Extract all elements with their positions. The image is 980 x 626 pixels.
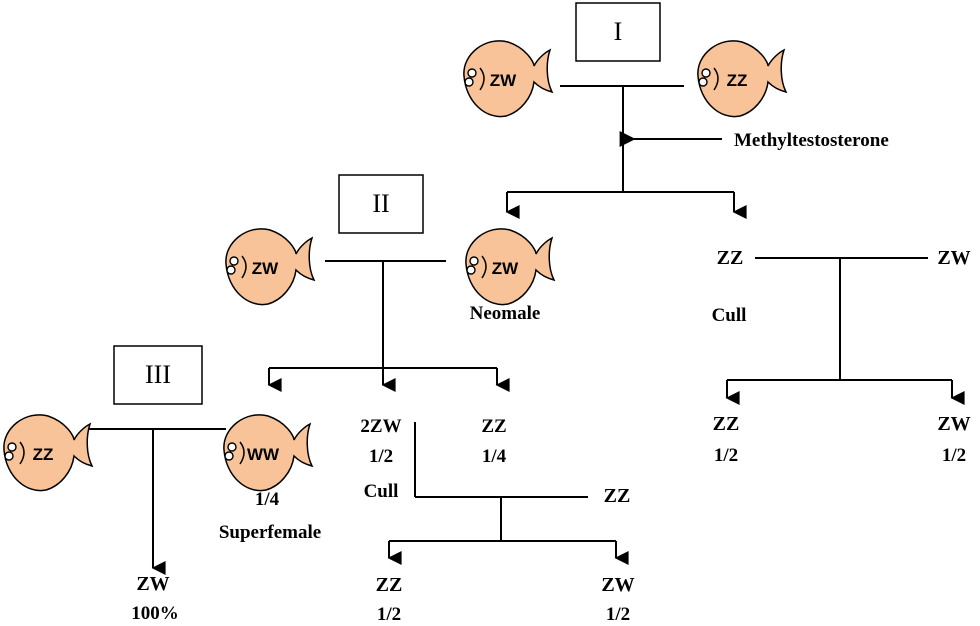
mid-offspring-zw-fraction: 1/2: [606, 604, 630, 625]
fish-icon: ZW: [465, 228, 555, 306]
fish-icon: ZZ: [3, 414, 93, 492]
right-offspring-zz-genotype: ZZ: [713, 413, 740, 435]
fish-icon: ZW: [225, 228, 315, 306]
fish-g2-left-genotype: ZW: [252, 259, 279, 278]
right-cross-right-genotype: ZW: [937, 247, 970, 269]
fish-g2-right-genotype: ZW: [492, 259, 519, 278]
g2-offspring-2zw-genotype: 2ZW: [360, 416, 401, 437]
mid-offspring-zw-genotype: ZW: [601, 574, 634, 596]
generation-iii-label: III: [145, 360, 171, 389]
g2-offspring-zz-fraction: 1/4: [482, 446, 507, 467]
right-offspring-zw-genotype: ZW: [937, 413, 970, 435]
mid-offspring-zz-genotype: ZZ: [376, 574, 403, 596]
methyltestosterone-label: Methyltestosterone: [734, 130, 889, 151]
fish-icon: ZZ: [697, 40, 787, 118]
right-offspring-zw-fraction: 1/2: [942, 445, 966, 466]
g3-offspring-percent: 100%: [131, 603, 179, 624]
g2-offspring-2zw-fraction: 1/2: [369, 446, 393, 467]
fish-g3-left-genotype: ZZ: [33, 445, 54, 464]
mid-offspring-zz-fraction: 1/2: [377, 604, 401, 625]
generation-ii-label: II: [372, 189, 389, 218]
generation-i-label: I: [614, 17, 623, 46]
g3-offspring-genotype: ZW: [136, 573, 169, 595]
cull-label-right: Cull: [712, 305, 747, 326]
fish-g1-left-genotype: ZW: [490, 71, 517, 90]
neomale-label: Neomale: [470, 303, 541, 324]
fish-g3-right-genotype: WW: [247, 445, 280, 464]
superfemale-label: Superfemale: [219, 522, 321, 543]
cull-label-mid: Cull: [364, 481, 399, 502]
ww-fraction: 1/4: [255, 489, 280, 510]
generation-iii-box: III: [113, 345, 203, 405]
mid-cross-right-genotype: ZZ: [604, 485, 631, 507]
fish-g1-right-genotype: ZZ: [727, 71, 748, 90]
fish-icon: WW: [223, 414, 313, 492]
fish-icon: ZW: [463, 40, 553, 118]
g2-offspring-zz-genotype: ZZ: [481, 416, 506, 437]
right-cross-left-genotype: ZZ: [717, 247, 744, 269]
generation-ii-box: II: [338, 174, 424, 234]
right-offspring-zz-fraction: 1/2: [714, 445, 738, 466]
generation-i-box: I: [575, 2, 661, 62]
